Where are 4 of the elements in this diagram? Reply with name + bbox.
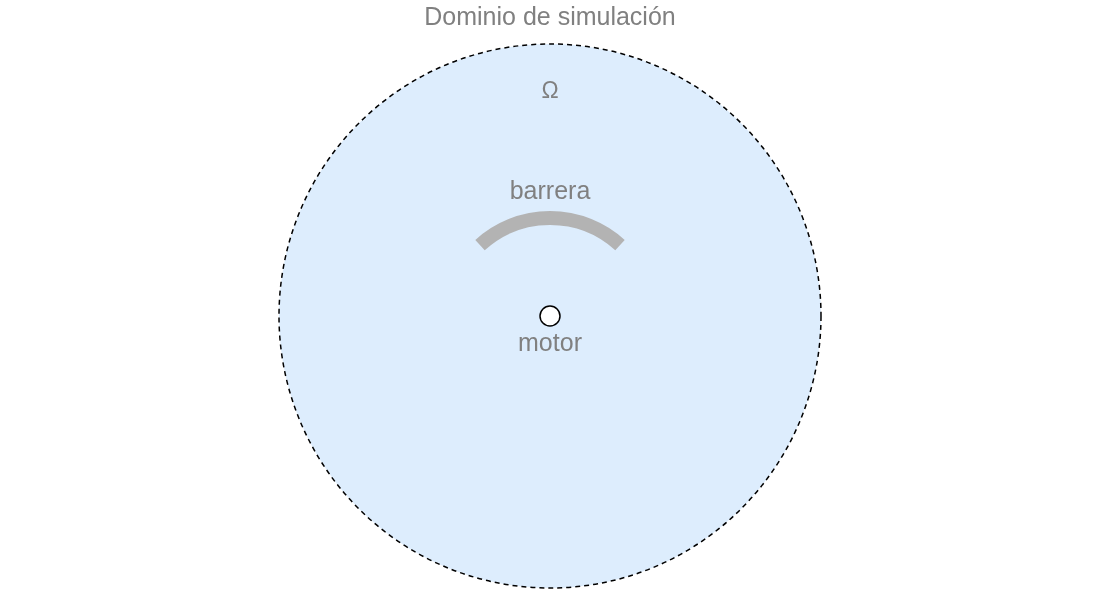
motor-label: motor [518,328,582,356]
barrier-label: barrera [509,176,591,204]
title-text: Dominio de simulación [424,2,676,30]
omega-symbol-label: Ω [541,77,559,103]
